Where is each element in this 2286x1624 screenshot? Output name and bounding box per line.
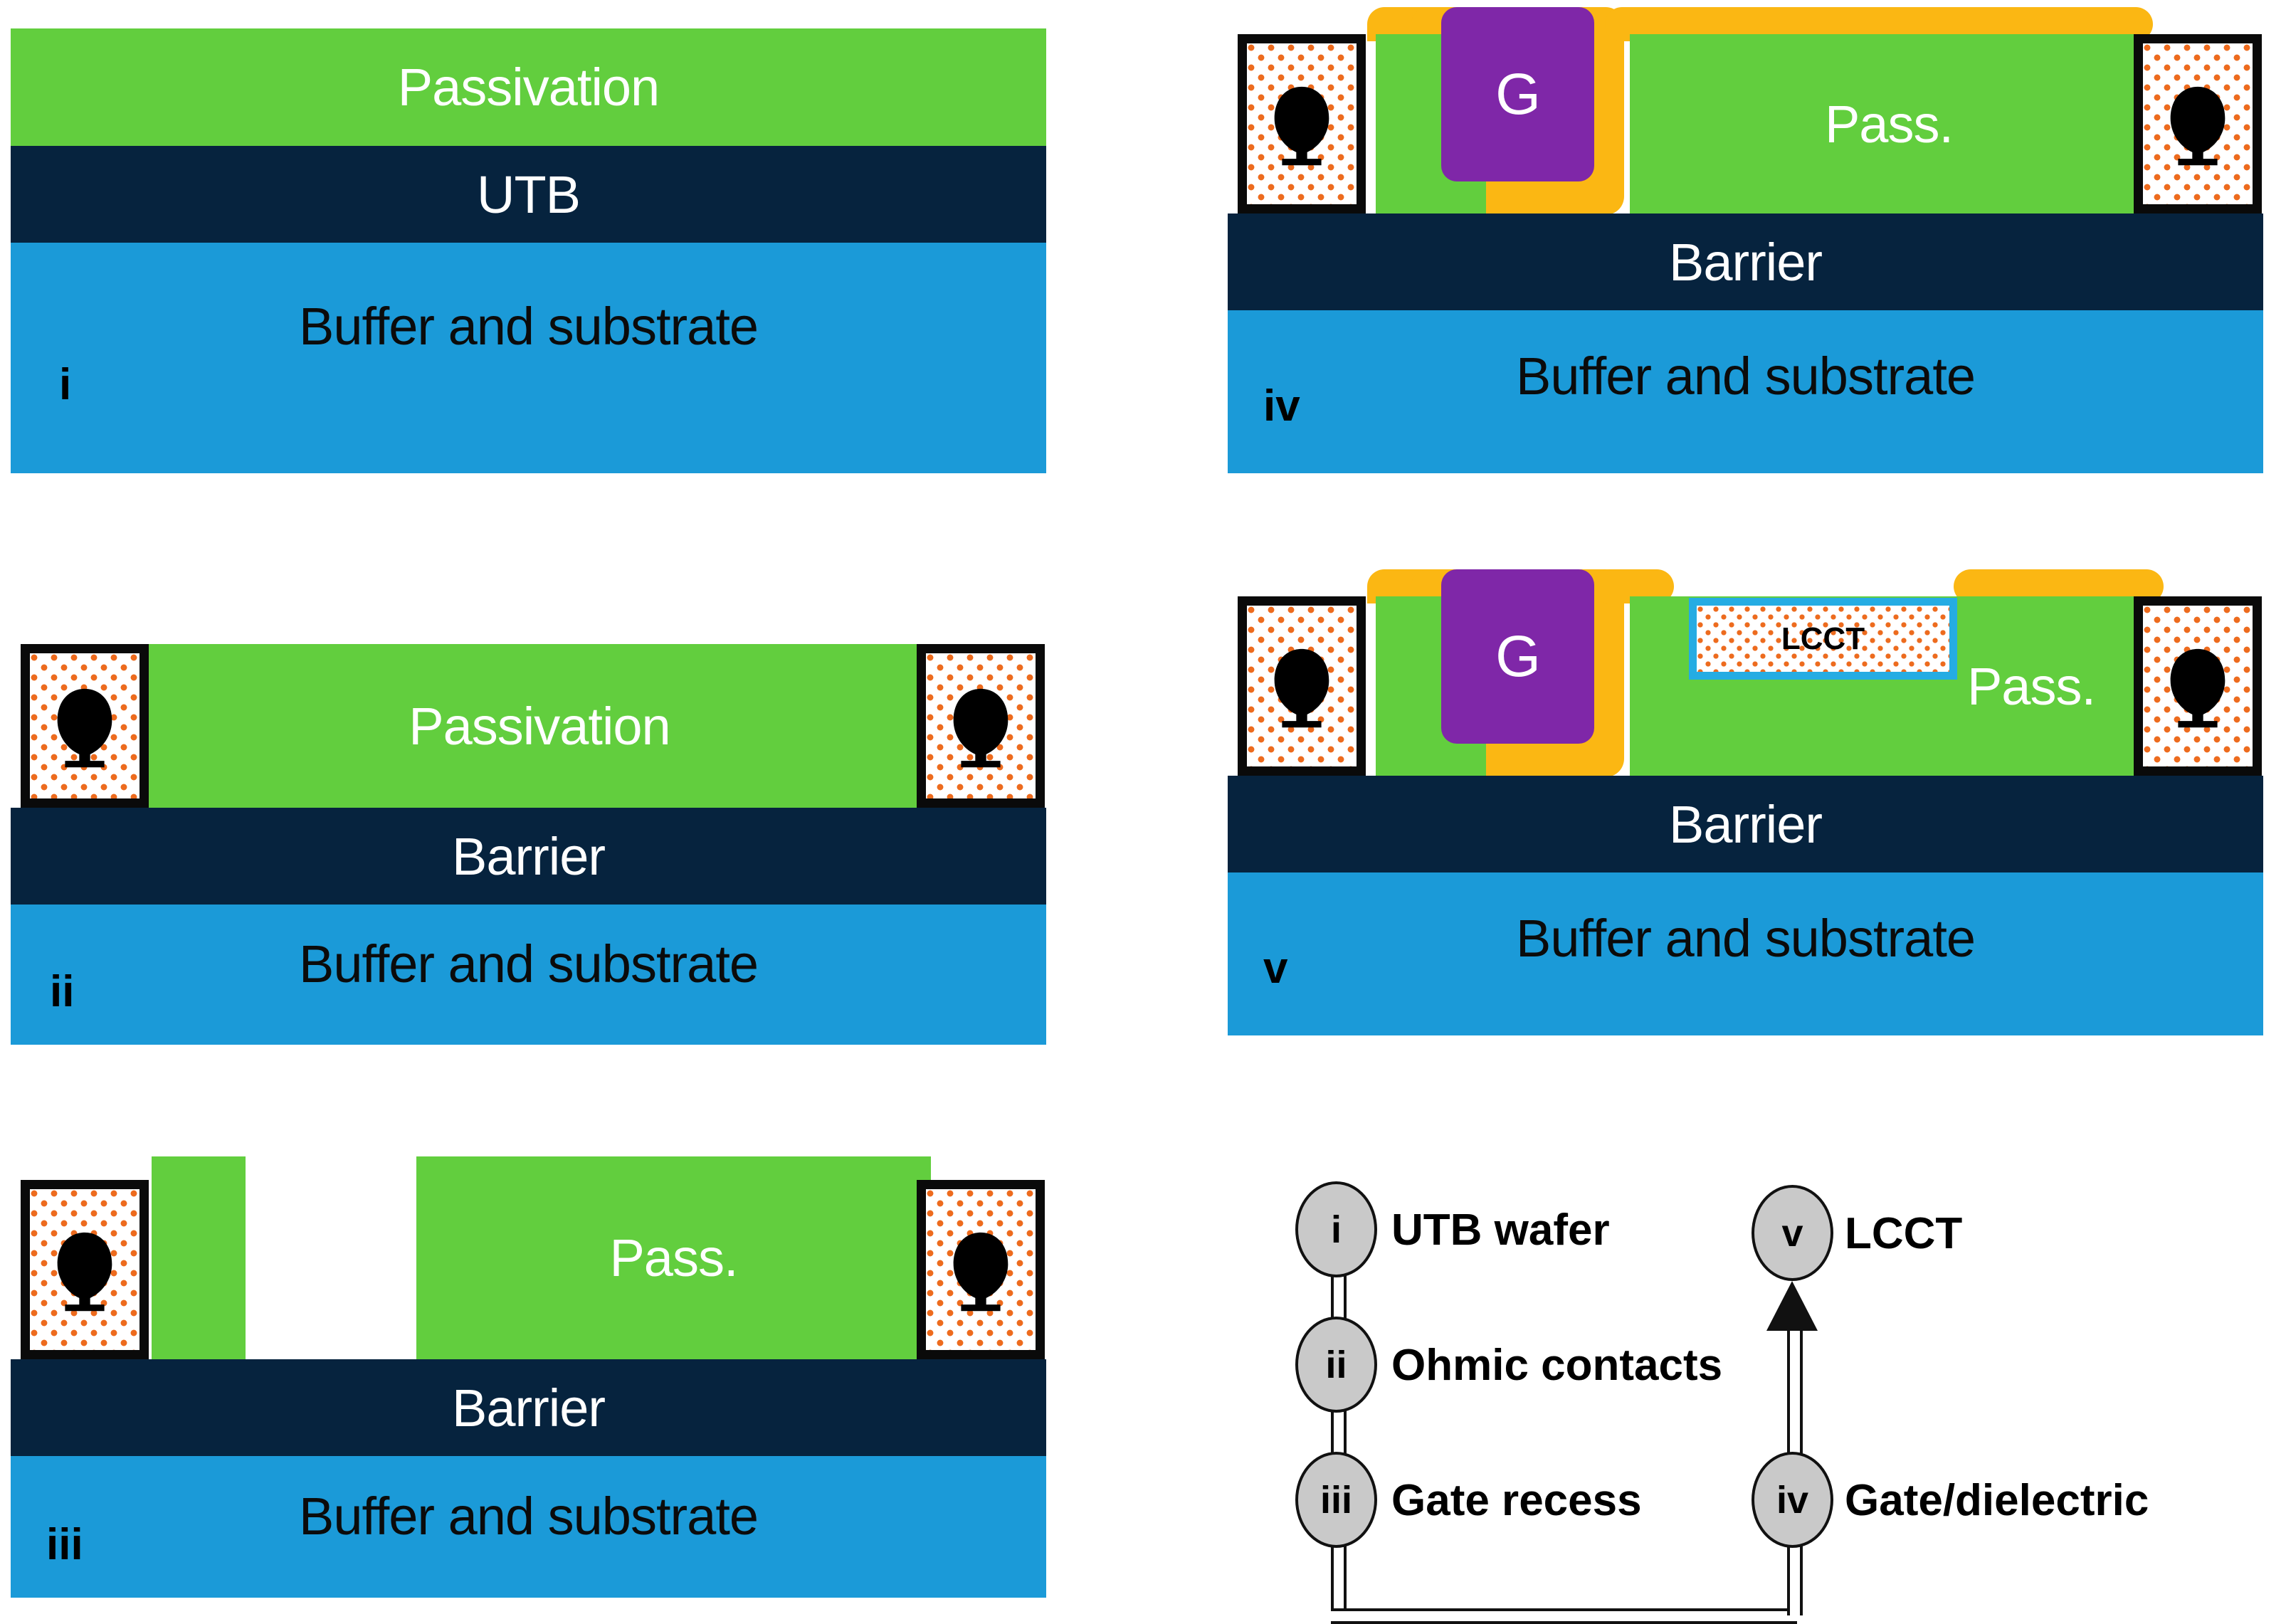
panel-ii-roman-numeral: ii [50, 967, 75, 1016]
panel-iii-passivation-layer: Pass. [416, 1156, 931, 1359]
panel-iv-gate-label: G [1495, 61, 1541, 127]
panel-i-cross-section: Passivation UTB Buffer and substrate i [11, 28, 1046, 473]
panel-iv-gate-electrode: G [1441, 7, 1594, 181]
flow-node-ii-marker: ii [1325, 1343, 1347, 1386]
ohmic-fill [926, 653, 1036, 798]
omega-icon [57, 688, 112, 768]
flow-node-iii[interactable]: iii [1295, 1452, 1377, 1548]
panel-ii-barrier-layer: Barrier [11, 808, 1046, 905]
panel-ii-passivation-label: Passivation [409, 696, 670, 756]
panel-iii-substrate-layer: Buffer and substrate [11, 1456, 1046, 1598]
panel-iii-roman-numeral: iii [46, 1520, 83, 1569]
panel-v-substrate-label: Buffer and substrate [1515, 908, 1976, 968]
panel-v-gate-electrode: G [1441, 569, 1594, 744]
panel-iii-substrate-label: Buffer and substrate [298, 1487, 759, 1546]
panel-iii-barrier-layer: Barrier [11, 1359, 1046, 1456]
panel-iv-substrate-layer: Buffer and substrate [1228, 310, 2263, 473]
panel-v-lcct-label: LCCT [1781, 621, 1865, 656]
panel-v-barrier-layer: Barrier [1228, 776, 2263, 872]
panel-i-passivation-label: Passivation [397, 58, 660, 117]
ohmic-fill [1247, 43, 1357, 204]
ohmic-fill [30, 653, 139, 798]
omega-icon [1274, 86, 1329, 166]
panel-i-roman-numeral: i [59, 360, 72, 409]
panel-iii-ohmic-contact-left [21, 1180, 149, 1359]
panel-i-utb-layer: UTB [11, 146, 1046, 243]
flow-node-ii[interactable]: ii [1295, 1317, 1377, 1413]
flow-node-iii-marker: iii [1320, 1478, 1352, 1522]
flow-node-ii-label: Ohmic contacts [1391, 1341, 1723, 1390]
panel-v-cross-section: Pass. G LCCT Barrier Buffer and substrat… [1228, 569, 2263, 1035]
panel-v-ohmic-contact-right [2134, 596, 2262, 776]
flow-node-i-label: UTB wafer [1391, 1206, 1610, 1255]
flow-node-i-marker: i [1330, 1208, 1342, 1251]
flow-connector-i-to-ii [1331, 1267, 1347, 1324]
panel-ii-ohmic-contact-left [21, 644, 149, 808]
panel-v-lcct-block: LCCT [1689, 598, 1957, 680]
flow-node-v-marker: v [1781, 1211, 1803, 1255]
flow-node-iv[interactable]: iv [1752, 1452, 1833, 1548]
ohmic-fill [2143, 43, 2253, 204]
panel-ii-ohmic-contact-right [917, 644, 1045, 808]
panel-i-substrate-label: Buffer and substrate [298, 296, 759, 356]
panel-iii-passivation-label: Pass. [609, 1228, 738, 1287]
flow-node-i[interactable]: i [1295, 1181, 1377, 1277]
panel-iii-passivation-stub-left [152, 1156, 246, 1359]
panel-iv-barrier-label: Barrier [1668, 232, 1823, 292]
panel-iv-passivation-label: Pass. [1824, 94, 1954, 154]
flow-arrowhead-to-v [1766, 1281, 1818, 1331]
panel-i-substrate-layer: Buffer and substrate [11, 243, 1046, 473]
panel-iii-ohmic-contact-right [917, 1180, 1045, 1359]
panel-i-passivation-layer: Passivation [11, 28, 1046, 146]
omega-icon [2170, 648, 2226, 728]
omega-icon [57, 1232, 112, 1312]
panel-iv-passivation-right: Pass. [1630, 34, 2148, 213]
flow-connector-iv-to-v [1787, 1324, 1803, 1491]
panel-v-gate-label: G [1495, 623, 1541, 689]
flow-node-v-label: LCCT [1845, 1209, 1963, 1258]
flow-connector-iii-down [1331, 1537, 1347, 1615]
panel-v-roman-numeral: v [1263, 944, 1288, 993]
flow-connector-ii-to-iii [1331, 1402, 1347, 1460]
panel-v-ohmic-contact-left [1238, 596, 1366, 776]
lcct-fill: LCCT [1697, 606, 1949, 672]
panel-ii-passivation-layer: Passivation [148, 644, 931, 808]
panel-v-barrier-label: Barrier [1668, 794, 1823, 854]
ohmic-fill [1247, 606, 1357, 766]
panel-iv-ohmic-contact-left [1238, 34, 1366, 213]
panel-v-substrate-layer: Buffer and substrate [1228, 872, 2263, 1035]
panel-iii-barrier-label: Barrier [451, 1378, 606, 1438]
panel-iv-substrate-label: Buffer and substrate [1515, 346, 1976, 406]
omega-icon [2170, 86, 2226, 166]
flow-node-iv-marker: iv [1776, 1478, 1809, 1522]
omega-icon [953, 688, 1008, 768]
ohmic-fill [30, 1189, 139, 1350]
panel-ii-barrier-label: Barrier [451, 826, 606, 886]
panel-v-passivation-label: Pass. [1966, 656, 2096, 716]
panel-ii-substrate-layer: Buffer and substrate [11, 905, 1046, 1045]
ohmic-fill [926, 1189, 1036, 1350]
flow-connector-bottom-across [1331, 1608, 1797, 1624]
ohmic-fill [2143, 606, 2253, 766]
process-flow-legend: i UTB wafer ii Ohmic contacts iii Gate r… [1260, 1167, 2263, 1624]
panel-ii-cross-section: Passivation Barrier Buffer and substrate… [11, 600, 1046, 1045]
panel-i-utb-label: UTB [477, 164, 581, 224]
omega-icon [953, 1232, 1008, 1312]
flow-node-iii-label: Gate recess [1391, 1476, 1642, 1525]
flow-node-iv-label: Gate/dielectric [1845, 1476, 2149, 1525]
panel-iv-cross-section: Pass. G Barrier Buffer and substrate iv [1228, 7, 2263, 473]
omega-icon [1274, 648, 1329, 728]
panel-iii-cross-section: Pass. Barrier Buffer and substrate iii [11, 1153, 1046, 1598]
flow-node-v[interactable]: v [1752, 1185, 1833, 1281]
panel-iv-roman-numeral: iv [1263, 381, 1300, 431]
panel-ii-substrate-label: Buffer and substrate [298, 934, 759, 993]
panel-iv-barrier-layer: Barrier [1228, 213, 2263, 310]
panel-iv-ohmic-contact-right [2134, 34, 2262, 213]
